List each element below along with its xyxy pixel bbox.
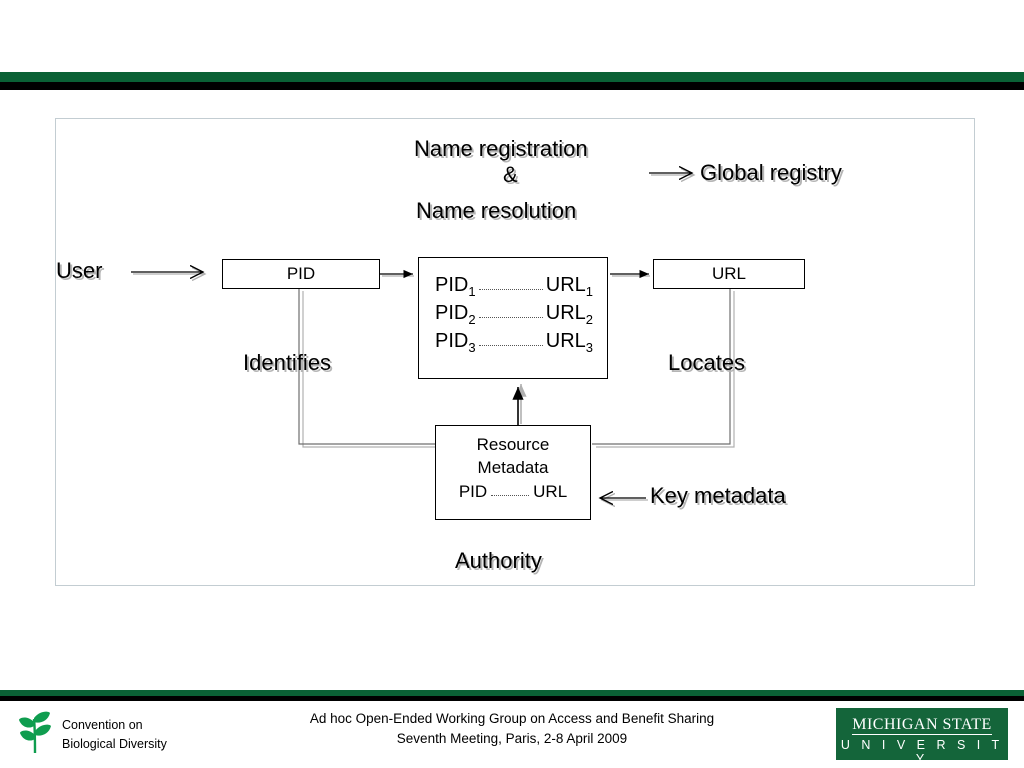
mapping-row-1-pid-sub: 1 <box>468 283 476 299</box>
mapping-row-3-connector <box>478 345 543 347</box>
mapping-row-2-connector <box>478 317 543 319</box>
mapping-row-2-pid: PID <box>435 301 469 324</box>
key-metadata-label: Key metadata <box>650 483 786 508</box>
mapping-rows: PID1 URL1 PID2 URL2 PID3 URL3 <box>419 272 607 356</box>
mapping-row-3-pid-sub: 3 <box>468 339 476 355</box>
user-label: User <box>56 258 103 283</box>
mapping-row-2-url: URL <box>545 301 586 324</box>
header-black-rule <box>0 82 1024 90</box>
cbd-text: Convention on Biological Diversity <box>62 716 167 752</box>
footer-black-rule <box>0 696 1024 701</box>
title-line-3: Name resolution <box>416 198 577 223</box>
title-line-2: & <box>503 162 518 187</box>
footer-meeting-line-1: Ad hoc Open-Ended Working Group on Acces… <box>309 711 715 726</box>
footer-green-rule <box>0 690 1024 696</box>
footer-meeting-info: Ad hoc Open-Ended Working Group on Acces… <box>0 709 1024 748</box>
identifies-label: Identifies <box>243 350 332 375</box>
mapping-row-1-connector <box>478 289 543 291</box>
mapping-row-3-pid: PID <box>435 329 469 352</box>
resource-metadata-connector <box>491 495 530 497</box>
resource-metadata-mapping-row: PID URL <box>436 481 590 504</box>
locates-label: Locates <box>668 350 746 375</box>
title-line-1: Name registration <box>414 136 588 161</box>
mapping-row-1-url-sub: 1 <box>585 283 593 299</box>
cbd-logo-block: Convention on Biological Diversity <box>18 709 167 760</box>
resource-metadata-line-1: Resource <box>476 435 550 454</box>
msu-logo: MICHIGAN STATE U N I V E R S I T Y <box>836 708 1008 766</box>
resource-metadata-url: URL <box>533 481 568 501</box>
url-box-label: URL <box>711 264 746 283</box>
pid-box[interactable]: PID <box>222 251 388 289</box>
msu-line-2: U N I V E R S I T Y <box>840 737 1004 766</box>
authority-label: Authority <box>455 548 542 573</box>
msu-line-1: MICHIGAN STATE <box>852 708 992 735</box>
mapping-row-3-url: URL <box>545 329 586 352</box>
resource-metadata-line-2: Metadata <box>477 457 549 477</box>
global-registry-label: Global registry <box>700 160 842 185</box>
resource-metadata-pid: PID <box>458 481 488 501</box>
footer-meeting-line-2: Seventh Meeting, Paris, 2-8 April 2009 <box>396 730 628 746</box>
mapping-row-3-url-sub: 3 <box>585 339 593 355</box>
url-box[interactable]: URL <box>653 251 813 289</box>
mapping-row-1-pid: PID <box>435 273 469 296</box>
cbd-line-2: Biological Diversity <box>62 736 167 751</box>
mapping-row-3: PID3 URL3 <box>419 328 607 356</box>
mapping-row-2: PID2 URL2 <box>419 300 607 328</box>
pid-box-label: PID <box>286 264 316 283</box>
resource-metadata-box[interactable]: Resource Metadata PID URL <box>435 417 599 520</box>
mapping-row-1: PID1 URL1 <box>419 272 607 300</box>
cbd-line-1: Convention on <box>62 718 143 733</box>
pid-url-mapping-box[interactable]: PID1 URL1 PID2 URL2 PID3 URL3 <box>418 249 616 379</box>
header-green-rule <box>0 72 1024 82</box>
cbd-leaf-icon <box>18 709 52 760</box>
mapping-row-1-url: URL <box>545 273 586 296</box>
mapping-row-2-url-sub: 2 <box>585 311 593 327</box>
mapping-row-2-pid-sub: 2 <box>468 311 476 327</box>
